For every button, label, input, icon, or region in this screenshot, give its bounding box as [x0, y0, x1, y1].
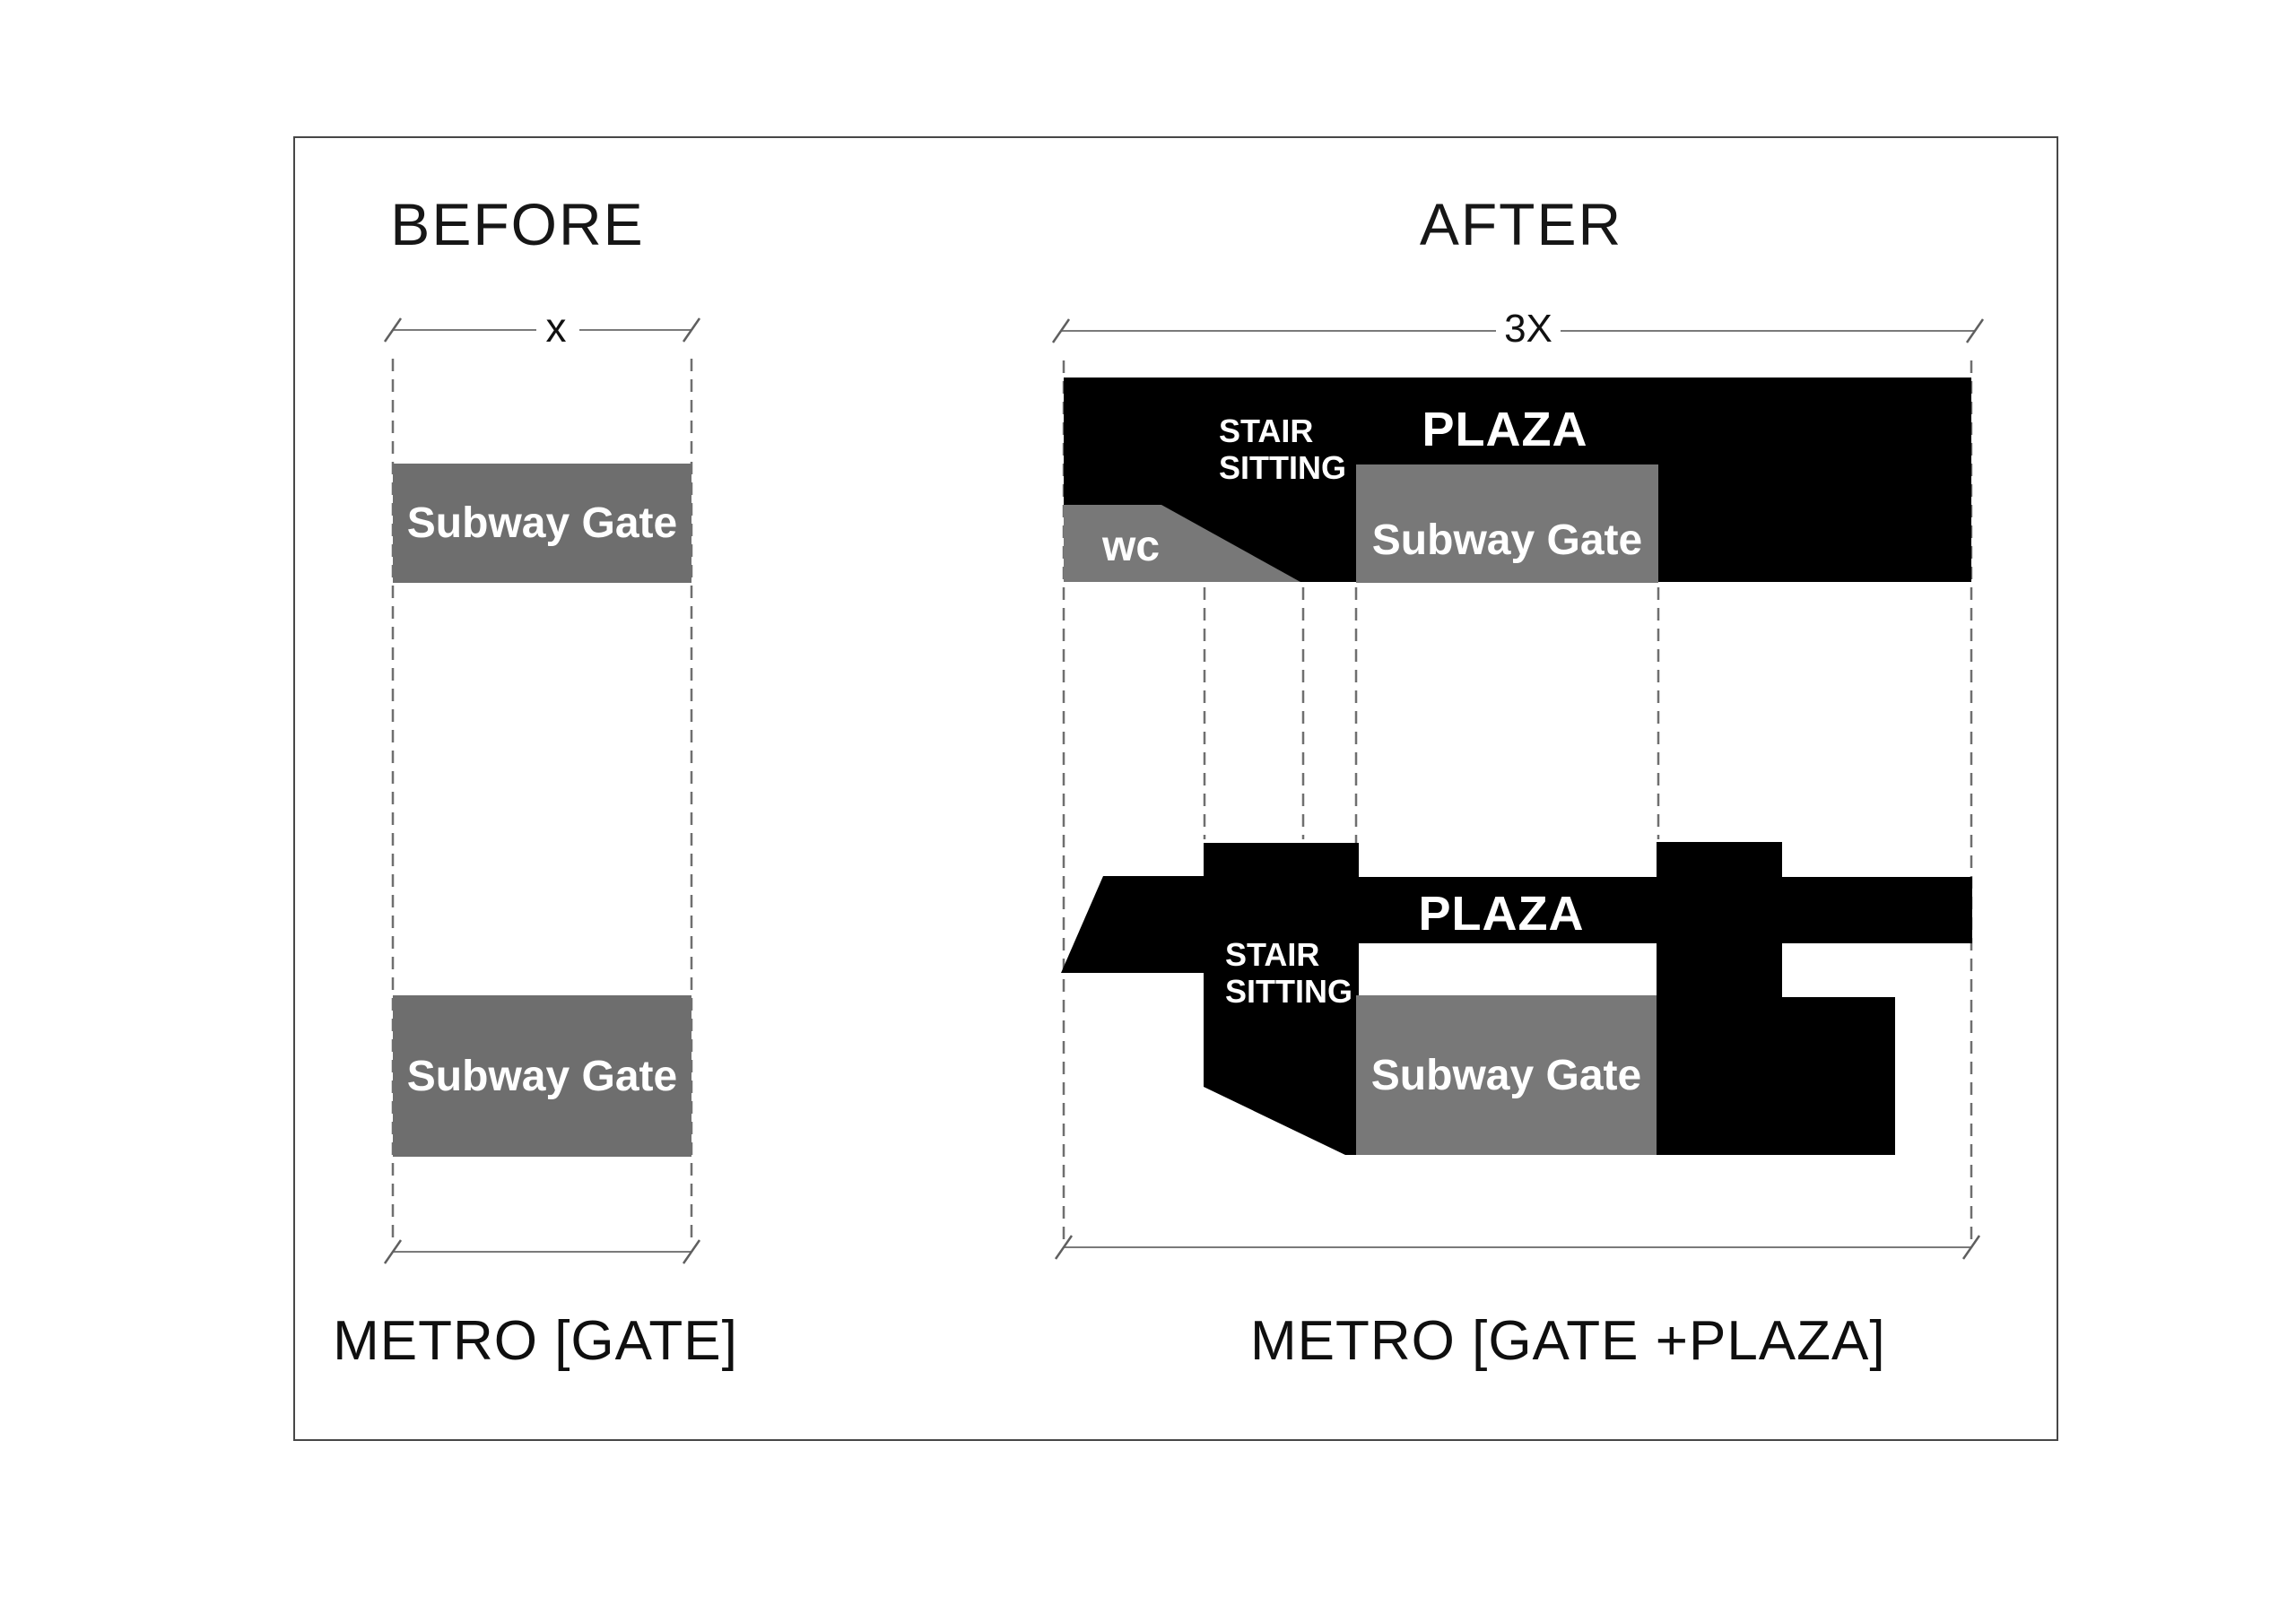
tick — [1051, 318, 1071, 343]
lower-band-left — [1061, 876, 1204, 973]
after-wc-label: wc — [1101, 523, 1161, 570]
dimension-ticks — [383, 317, 1985, 1264]
after-plaza-top-label: PLAZA — [1422, 403, 1588, 456]
stair-line: STAIR — [1225, 936, 1320, 973]
after-subway-gate-top: Subway Gate — [1356, 464, 1658, 583]
after-stair-sitting-top: STAIR SITTING — [1219, 412, 1346, 486]
after-subway-gate-bottom-label: Subway Gate — [1370, 1051, 1642, 1099]
wc-area — [1064, 505, 1300, 582]
after-title: AFTER — [1419, 191, 1623, 257]
tick — [1961, 1235, 1981, 1260]
before-subway-gate-top: Subway Gate — [393, 464, 691, 583]
lower-stair-column — [1204, 843, 1359, 1155]
diagram-frame — [293, 136, 2058, 1441]
tick — [682, 1239, 701, 1264]
before-subway-gate-bottom-label: Subway Gate — [406, 1052, 678, 1100]
sitting-line: SITTING — [1225, 973, 1352, 1010]
dimension-lines — [393, 329, 1975, 1253]
before-dimension-label: x — [545, 304, 567, 351]
before-caption: METRO [GATE] — [333, 1310, 738, 1372]
tick — [682, 317, 701, 343]
tick — [1965, 318, 1985, 343]
lower-right-block — [1782, 997, 1895, 1155]
tick — [1054, 1235, 1074, 1260]
after-caption: METRO [GATE +PLAZA] — [1250, 1310, 1886, 1372]
plaza-structure-lower — [1061, 842, 1972, 1155]
tick — [383, 1239, 403, 1264]
before-subway-gate-bottom: Subway Gate — [393, 995, 691, 1157]
before-title: BEFORE — [390, 191, 645, 257]
after-dimension-label: 3X — [1504, 307, 1552, 351]
after-subway-gate-bottom: Subway Gate — [1356, 995, 1657, 1155]
sitting-line: SITTING — [1219, 449, 1346, 486]
after-subway-gate-top-label: Subway Gate — [1371, 516, 1643, 564]
before-subway-gate-top-label: Subway Gate — [406, 499, 678, 547]
stair-line: STAIR — [1219, 412, 1314, 449]
after-stair-sitting-bottom: STAIR SITTING — [1225, 936, 1352, 1010]
lower-column-2 — [1657, 842, 1782, 1155]
after-plaza-bottom-label: PLAZA — [1418, 887, 1585, 941]
tick — [383, 317, 403, 343]
